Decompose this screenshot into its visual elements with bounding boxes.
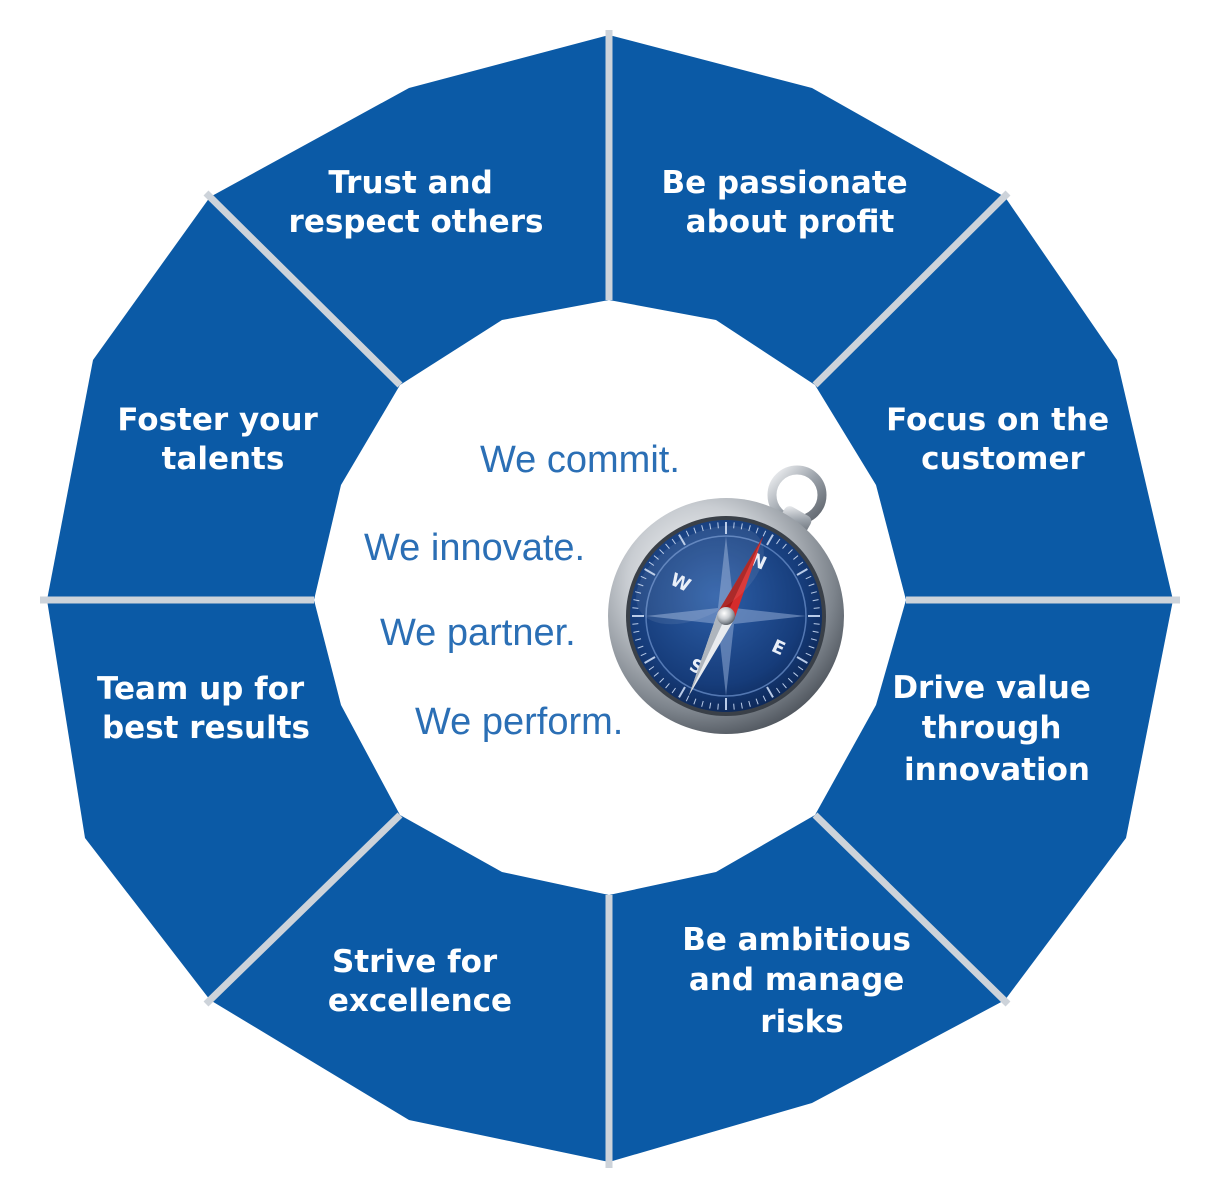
compass-tick — [762, 695, 767, 702]
compass-tick — [766, 534, 774, 546]
compass-tick — [812, 630, 819, 633]
compass-tick — [632, 623, 639, 625]
segment-label-excellence: Strive for excellence — [328, 944, 512, 1019]
compass-tick — [740, 523, 743, 530]
compass-tick — [685, 530, 690, 537]
compass-tick — [678, 534, 686, 546]
compass-tick — [644, 568, 656, 576]
compass-tick — [733, 703, 735, 710]
compass-needle — [688, 536, 764, 696]
compass-pivot — [717, 607, 735, 625]
compass-tick — [701, 700, 704, 707]
compass-tick — [653, 672, 659, 677]
compass-tick — [733, 522, 735, 529]
compass-tick — [776, 687, 781, 694]
compass-icon: N E S W — [608, 465, 844, 734]
compass-tick — [693, 698, 697, 705]
compass-tick — [797, 666, 804, 671]
compass-tick — [797, 561, 804, 566]
compass-tick — [701, 525, 704, 532]
compass-tick — [685, 695, 690, 702]
segment-label-teamup: Team up for best results — [97, 671, 315, 746]
compass-tick — [671, 687, 676, 694]
compass-tick — [693, 527, 697, 534]
compass-tick — [796, 568, 808, 576]
compass-tick — [808, 645, 815, 649]
compass-tick — [755, 527, 759, 534]
compass-tick — [632, 607, 639, 609]
compass-tick — [648, 666, 655, 671]
motto-commit: We commit. — [480, 439, 680, 481]
segment-label-foster: Foster your talents — [117, 402, 328, 477]
compass-tick — [793, 555, 799, 560]
compass-tick — [665, 543, 670, 549]
compass-tick — [678, 686, 686, 698]
compass-tick — [762, 530, 767, 537]
compass-tick — [796, 656, 808, 664]
compass-tick — [813, 607, 820, 609]
segment-label-customer: Focus on the customer — [886, 402, 1120, 477]
compass-tick — [659, 549, 665, 555]
compass-tick — [782, 543, 787, 549]
compass-tick — [810, 591, 817, 594]
compass-tick — [782, 683, 787, 689]
compass-tick — [653, 555, 659, 560]
divider-top-right — [812, 190, 1011, 388]
compass-tick — [805, 652, 812, 657]
compass-tick — [635, 591, 642, 594]
compass-tick — [748, 700, 751, 707]
compass-tick — [648, 561, 655, 566]
compass-tick — [633, 630, 640, 633]
compass-ticks — [632, 522, 820, 710]
compass-tick — [640, 652, 647, 657]
compass-tick — [709, 702, 712, 709]
compass-tick — [635, 638, 642, 641]
compass-tick — [717, 703, 719, 710]
compass-tick — [637, 645, 644, 649]
compass-tick — [633, 599, 640, 602]
compass-tick — [740, 702, 743, 709]
segment-label-passion: Be passionate about profit — [661, 165, 918, 240]
compass-tick — [644, 656, 656, 664]
motto-perform: We perform. — [415, 701, 623, 743]
compass-tick — [793, 672, 799, 677]
segment-label-value: Drive value through innovation — [892, 670, 1101, 788]
segment-dividers — [40, 30, 1180, 1168]
compass-tick — [717, 522, 719, 529]
segment-labels: Trust and respect others Be passionate a… — [97, 165, 1120, 1040]
compass-tick — [755, 698, 759, 705]
compass-tick — [812, 599, 819, 602]
compass-tick — [709, 523, 712, 530]
compass-tick — [748, 525, 751, 532]
compass-tick — [810, 638, 817, 641]
compass-tick — [813, 623, 820, 625]
segment-label-ambitious: Be ambitious and manage risks — [682, 922, 922, 1040]
compass-tick — [805, 575, 812, 580]
divider-top-left — [203, 190, 403, 388]
motto-partner: We partner. — [380, 612, 576, 654]
divider-bottom-right — [812, 812, 1011, 1007]
compass-tick — [787, 549, 793, 555]
compass-tick — [808, 583, 815, 587]
motto-innovate: We innovate. — [364, 527, 585, 569]
segment-label-trust: Trust and respect others — [289, 165, 544, 240]
compass-tick — [776, 538, 781, 545]
compass-tick — [665, 683, 670, 689]
compass-tick — [787, 677, 793, 683]
compass-tick — [766, 686, 774, 698]
motto-list: We commit. We innovate. We partner. We p… — [364, 439, 680, 743]
compass-tick — [640, 575, 647, 580]
compass-tick — [671, 538, 676, 545]
compass-tick — [637, 583, 644, 587]
divider-bottom-left — [203, 812, 403, 1007]
compass-tick — [659, 677, 665, 683]
